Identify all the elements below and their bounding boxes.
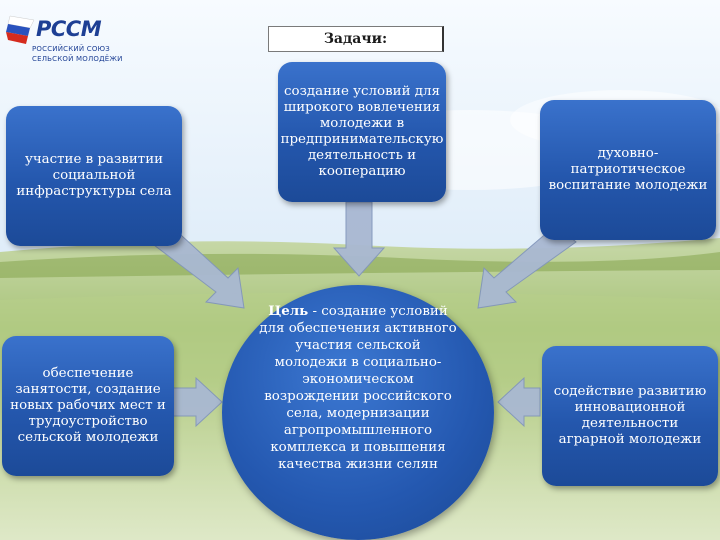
goal-label: Цель (268, 303, 309, 319)
logo-title: РССМ (36, 17, 102, 41)
task-box-patriotic-education: духовно-патриотическое воспитание молоде… (540, 100, 716, 240)
task-box-entrepreneurship: создание условий для широкого вовлечения… (278, 62, 446, 202)
arrow-bottom-left (171, 376, 223, 428)
logo-subtitle-line2: СЕЛЬСКОЙ МОЛОДЁЖИ (32, 55, 123, 63)
rssm-logo: РССМ РОССИЙСКИЙ СОЮЗ СЕЛЬСКОЙ МОЛОДЁЖИ (4, 6, 122, 63)
goal-text: - создание условий для обеспечения актив… (259, 304, 457, 472)
arrow-top-right (477, 224, 577, 309)
tasks-heading: Задачи: (268, 26, 444, 52)
logo-subtitle-line1: РОССИЙСКИЙ СОЮЗ (32, 45, 110, 53)
task-box-innovation: содействие развитию инновационной деятел… (542, 346, 718, 486)
task-box-employment: обеспечение занятости, создание новых ра… (2, 336, 174, 476)
rssm-flag-icon (6, 15, 35, 44)
goal-circle: Цель - создание условий для обеспечения … (222, 285, 494, 540)
arrow-bottom-right (497, 376, 541, 428)
arrow-top-center (332, 201, 386, 277)
task-box-social-infrastructure: участие в развитии социальной инфраструк… (6, 106, 182, 246)
